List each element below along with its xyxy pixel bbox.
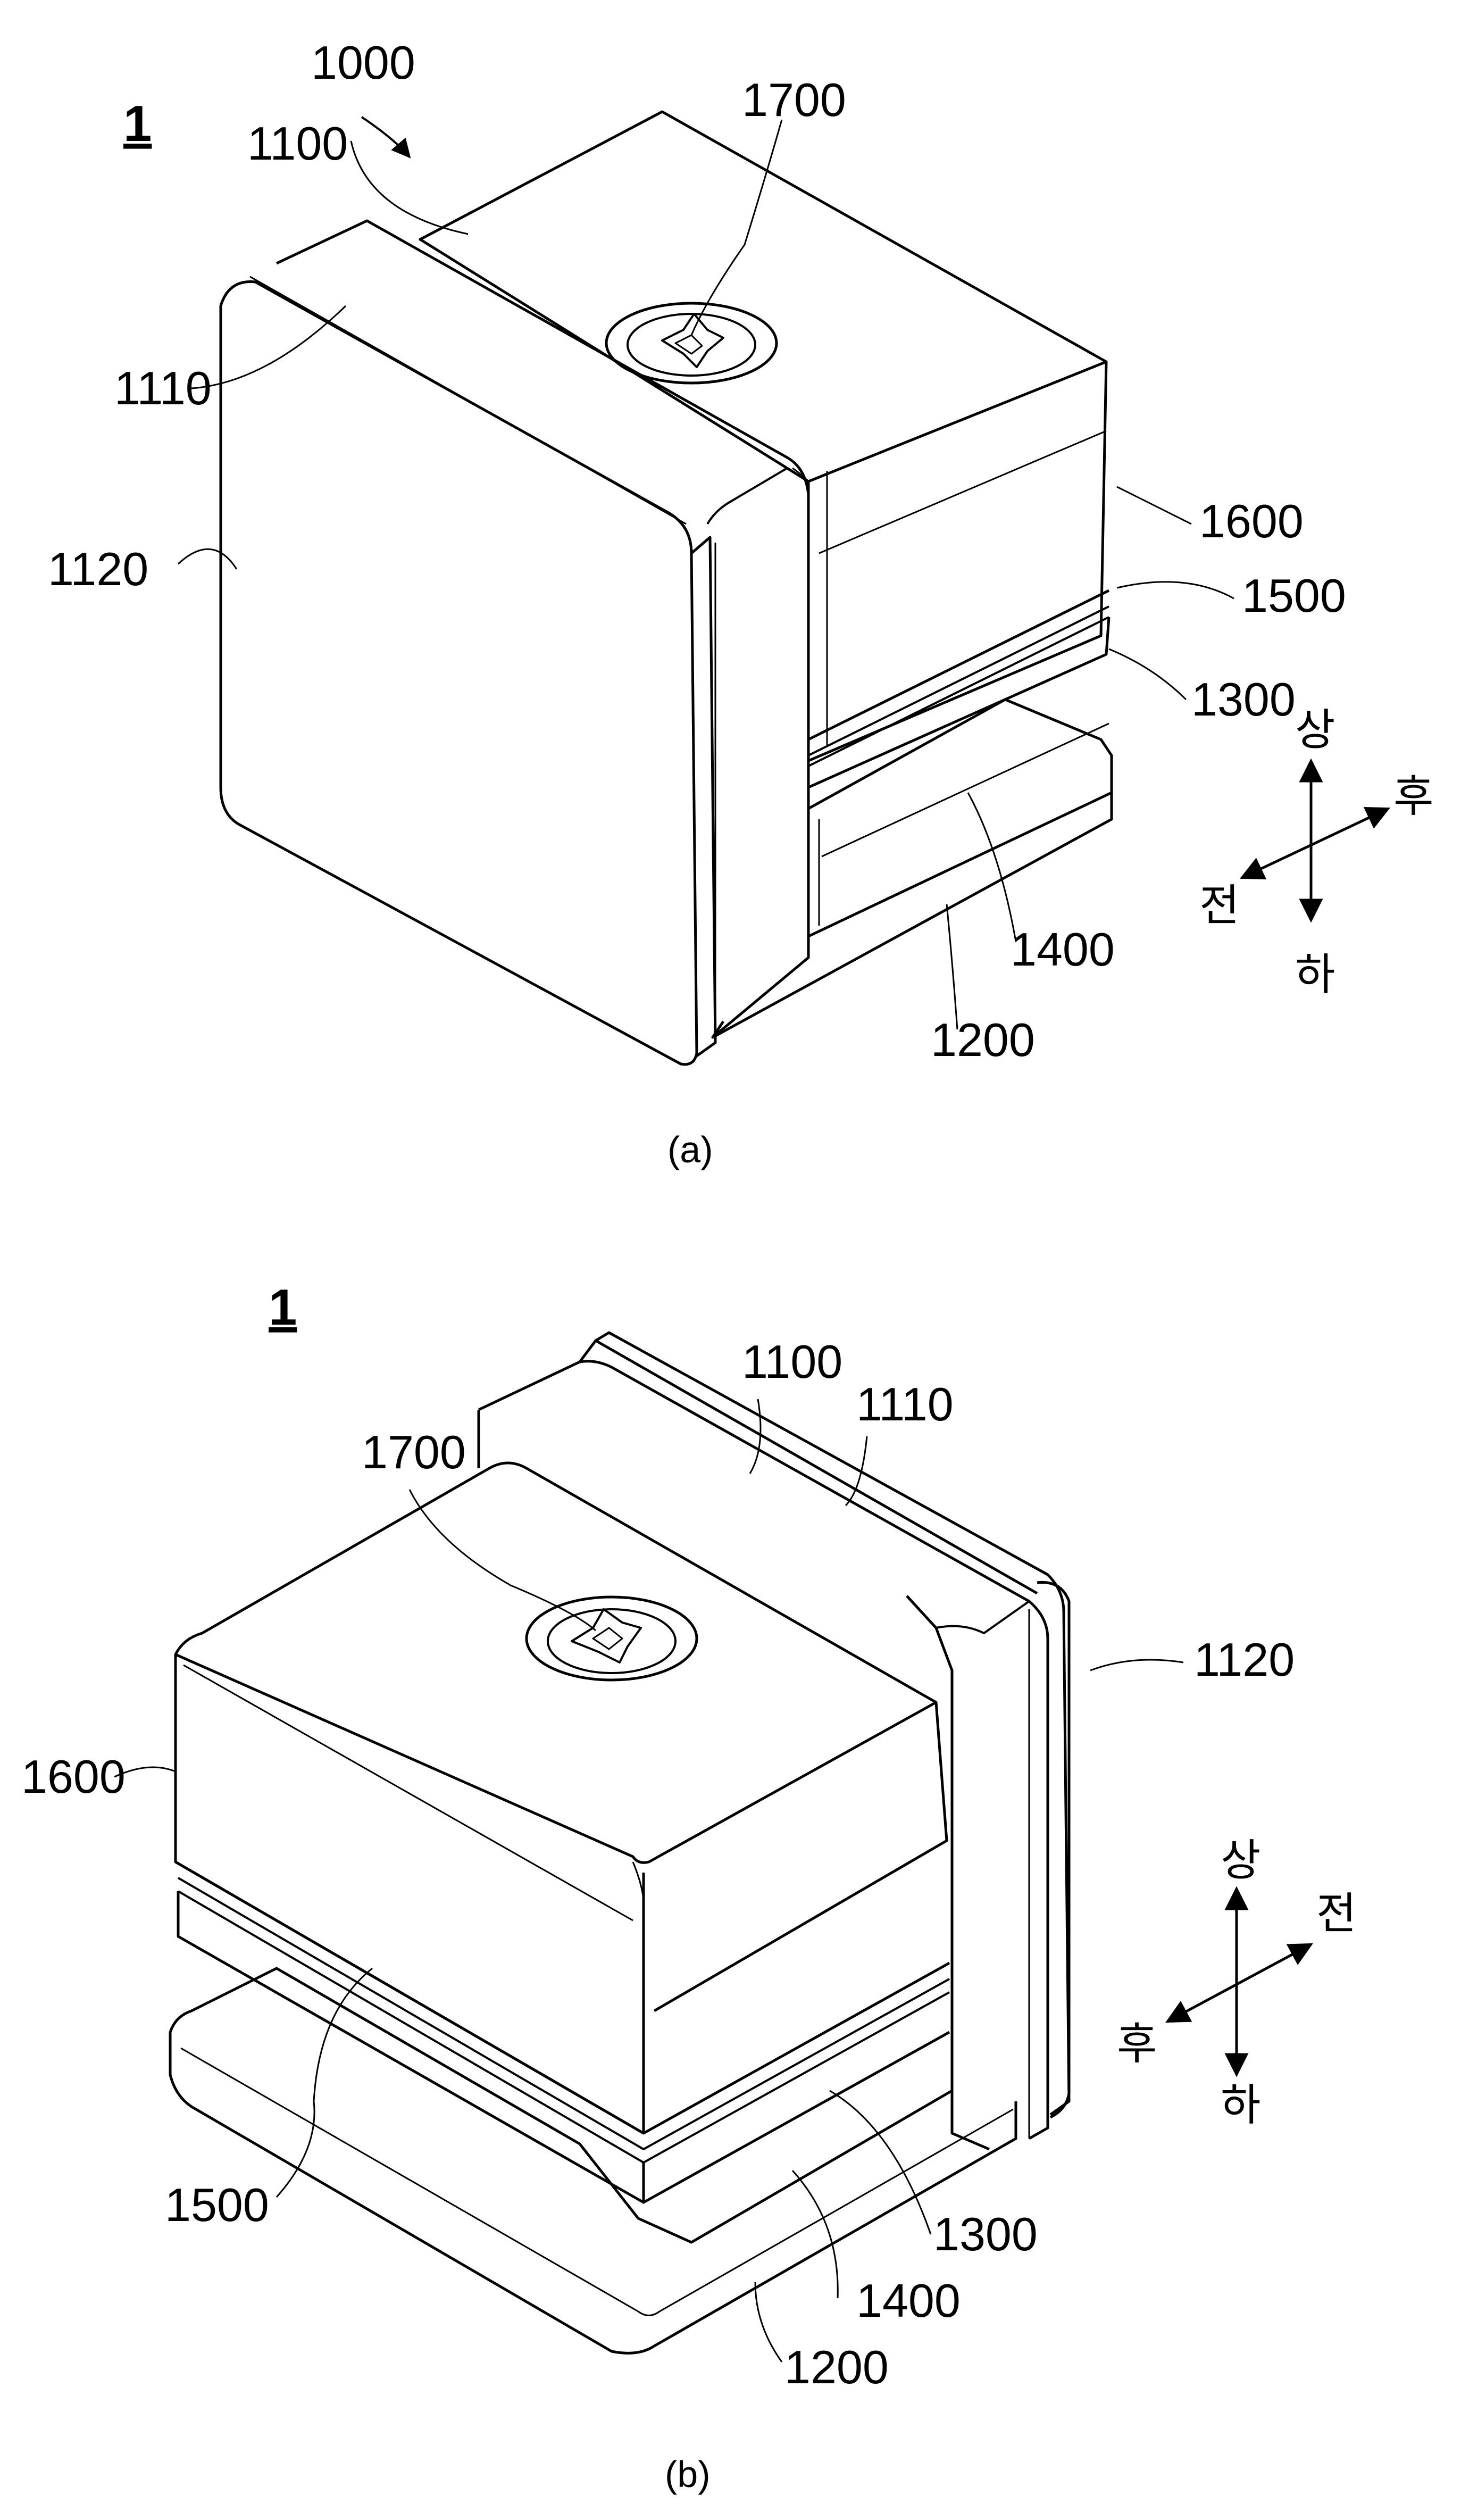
dir-up-b: 상 — [1221, 1835, 1260, 1886]
front-plate — [219, 280, 717, 1066]
label-1110-b: 1110 — [856, 1378, 954, 1431]
label-1400: 1400 — [1011, 923, 1115, 976]
label-1110: 1110 — [114, 362, 212, 414]
lower-jaw — [711, 698, 1113, 1039]
upper-jaw-b — [177, 1891, 950, 2204]
assembly-arrow — [361, 116, 411, 159]
leader-lines-a — [177, 119, 1234, 1030]
label-1120: 1120 — [48, 543, 148, 595]
label-1000: 1000 — [311, 36, 415, 89]
label-1300-b: 1300 — [933, 2208, 1038, 2260]
cap-block-b — [174, 1461, 948, 2135]
label-1200-b: 1200 — [784, 2341, 889, 2393]
view-a: 1 — [123, 95, 1391, 1066]
label-1100: 1100 — [247, 117, 348, 170]
label-1300: 1300 — [1191, 673, 1296, 726]
label-1120-b: 1120 — [1194, 1633, 1295, 1686]
dir-up-a: 상 — [1295, 705, 1335, 755]
pad-layer — [807, 589, 1110, 767]
label-1200: 1200 — [931, 1013, 1035, 1066]
dir-down-a: 하 — [1295, 950, 1335, 1000]
dir-back-a: 후 — [1393, 771, 1433, 822]
view-a-figure-label: 1 — [123, 95, 152, 152]
label-1100-b: 1100 — [742, 1335, 842, 1388]
view-b: 1 — [114, 1279, 1313, 2363]
screw-head-b — [525, 1595, 698, 1682]
label-1500: 1500 — [1242, 569, 1346, 622]
body-frame — [275, 219, 810, 1038]
cap-block — [419, 110, 1108, 762]
caption-b: (b) — [665, 2454, 711, 2495]
dir-front-b: 전 — [1316, 1889, 1356, 1939]
dir-down-b: 하 — [1221, 2080, 1260, 2131]
screw-head — [605, 302, 778, 385]
upper-jaw — [807, 617, 1111, 789]
label-1700: 1700 — [742, 73, 846, 126]
leader-lines-b — [114, 1399, 1184, 2363]
label-1600-b: 1600 — [21, 1750, 126, 1803]
view-b-figure-label: 1 — [269, 1279, 297, 1336]
label-1600: 1600 — [1199, 495, 1304, 547]
label-1700-b: 1700 — [362, 1426, 466, 1478]
dir-front-a: 전 — [1199, 880, 1239, 931]
direction-indicator-b — [1165, 1886, 1313, 2077]
caption-a: (a) — [667, 1129, 713, 1170]
body-frame-b — [477, 1331, 1071, 2151]
labels-a: 1000 1100 1700 1110 1120 1600 1500 1300 … — [48, 36, 1433, 1170]
lower-jaw-b — [169, 1967, 1017, 2355]
label-1400-b: 1400 — [856, 2274, 961, 2327]
front-plate-b — [1037, 1581, 1071, 2119]
dir-back-b: 후 — [1117, 2019, 1157, 2069]
label-1500-b: 1500 — [165, 2178, 269, 2231]
direction-indicator-a — [1239, 758, 1391, 923]
labels-b: 1100 1110 1700 1120 1600 1500 1300 1400 … — [21, 1335, 1356, 2495]
